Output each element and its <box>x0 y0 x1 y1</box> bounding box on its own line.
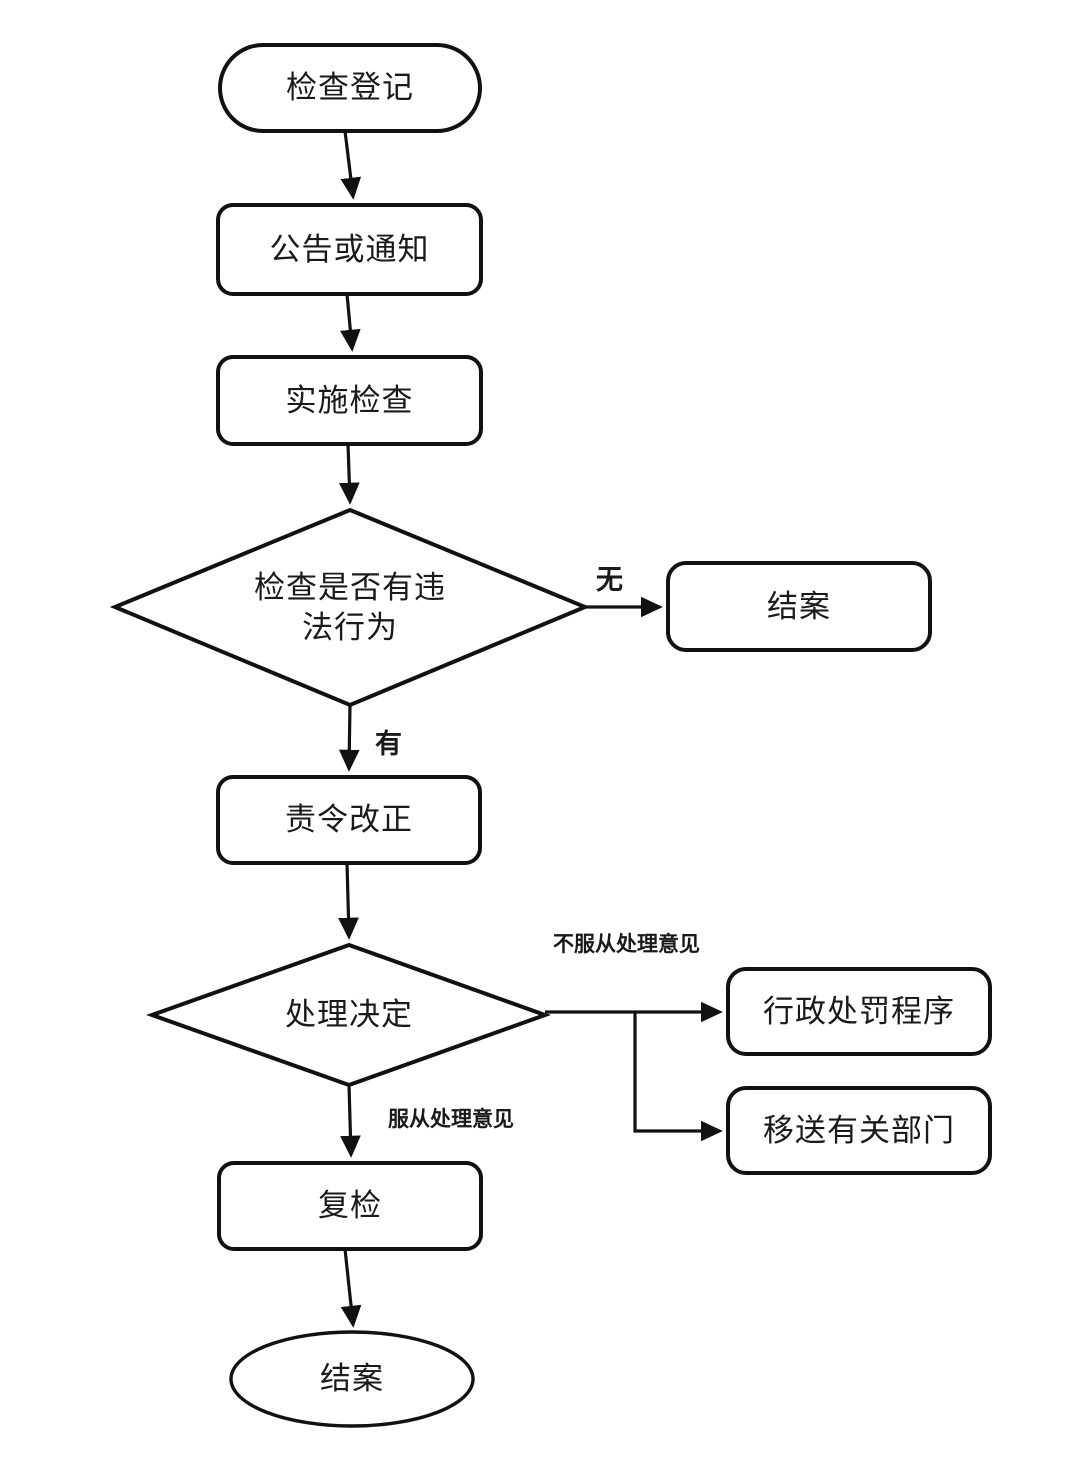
edge-re-inspection-to-case-closed <box>340 1248 362 1328</box>
node-shape-transfer-to-department[interactable] <box>726 1086 992 1175</box>
node-shape-handling-decision[interactable] <box>146 942 551 1088</box>
node-shape-announcement-or-notice[interactable] <box>216 203 483 296</box>
edge-notice-to-inspection <box>339 293 361 352</box>
node-shape-case-closed-final[interactable] <box>229 1330 475 1428</box>
edge-order-correction-to-handling-decision <box>338 862 359 940</box>
edge-label-has: 有 <box>375 729 403 759</box>
node-shape-inspection-registration[interactable] <box>218 43 482 133</box>
node-shape-administrative-penalty-procedure[interactable] <box>726 967 992 1056</box>
edge-illegal-decision-to-order-correction <box>338 704 360 772</box>
edge-registration-to-notice <box>340 130 362 200</box>
edge-handling-decision-to-transfer <box>633 1012 723 1142</box>
node-shape-conduct-inspection[interactable] <box>216 355 483 446</box>
edge-label-obey: 服从处理意见 <box>388 1108 514 1131</box>
node-shape-order-correction[interactable] <box>216 775 482 865</box>
node-shape-case-closed-right[interactable] <box>666 561 932 652</box>
edge-handling-decision-to-re-inspection <box>340 1084 361 1158</box>
edge-inspection-to-illegal-decision <box>338 443 360 505</box>
edge-label-none: 无 <box>596 565 624 595</box>
node-shape-re-inspection[interactable] <box>217 1161 483 1251</box>
node-shape-illegal-act-decision[interactable] <box>109 507 591 708</box>
edge-label-disobey: 不服从处理意见 <box>553 933 700 956</box>
